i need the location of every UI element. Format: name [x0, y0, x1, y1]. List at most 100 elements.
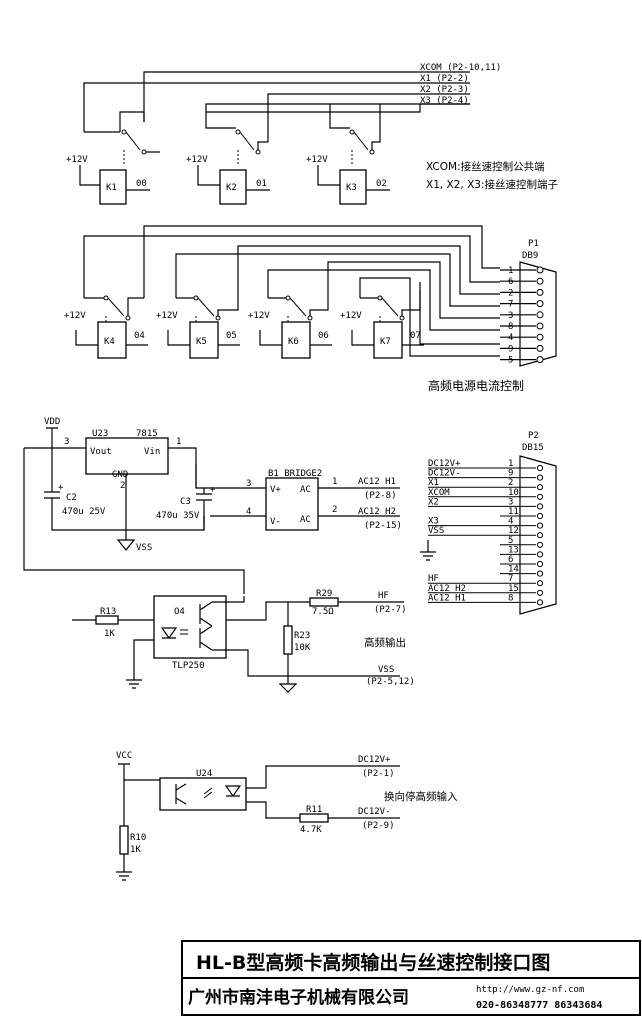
- p1-pin-contact: [536, 288, 544, 296]
- k4-port: 04: [134, 331, 145, 341]
- k3-supply: +12V: [306, 155, 328, 165]
- p2-type: DB15: [522, 443, 544, 453]
- xcom-bus-label: XCOM (P2-10,11): [420, 63, 501, 73]
- xcom-bus: [143, 71, 470, 122]
- relay-k5: +12V K5 05: [156, 290, 240, 359]
- p2-signal: VSS: [428, 526, 444, 536]
- x1-bus: [83, 82, 470, 132]
- u23-pin-in: 1: [176, 437, 181, 447]
- k4-supply: +12V: [64, 311, 86, 321]
- x3-bus-label: X3 (P2-4): [420, 96, 469, 106]
- ac-h1-ref: (P2-8): [364, 491, 397, 501]
- dc12v-minus-label: DC12V-: [358, 807, 391, 817]
- c3-plus: +: [210, 485, 216, 495]
- dc12v-minus-ref: (P2-9): [362, 821, 395, 831]
- p2-pin-number: 7: [508, 574, 513, 584]
- r13-value: 1K: [104, 629, 115, 639]
- ac-h2-label: AC12 H2: [358, 507, 396, 517]
- k3-port: 02: [376, 179, 387, 189]
- p1-name: P1: [528, 239, 539, 249]
- p2-row: HF 7: [428, 574, 544, 587]
- c3-value: 470u 35V: [156, 511, 200, 521]
- reverse-stop-caption: 换向停高频输入: [384, 790, 458, 803]
- k1-port: 00: [136, 179, 147, 189]
- c3-name: C3: [180, 497, 191, 507]
- current-control-section: +12V K4 04 +12V K5 05: [64, 225, 557, 393]
- k3-name: K3: [346, 183, 357, 193]
- x3-bus-link: [205, 103, 470, 112]
- ac-h2-ref: (P2-15): [364, 521, 402, 531]
- relay-k6: +12V K6 06: [248, 290, 332, 359]
- p1-pin: 2: [500, 288, 544, 298]
- relay-k4: +12V K4 04: [64, 295, 148, 359]
- relay-k1: +12V K1 00: [66, 111, 160, 205]
- p1-type: DB9: [522, 251, 538, 261]
- p1-pin-contact: [536, 311, 544, 319]
- p2-pin-number: 10: [508, 488, 519, 498]
- hf-label: HF: [378, 591, 389, 601]
- p2-signal: DC12V+: [428, 459, 461, 469]
- ac-h1-label: AC12 H1: [358, 477, 396, 487]
- vdd-label: VDD: [44, 417, 60, 427]
- r23-name: R23: [294, 631, 310, 641]
- p2-pin-number: 15: [508, 584, 519, 594]
- p1-pin-number: 4: [508, 333, 513, 343]
- r13-name: R13: [100, 607, 116, 617]
- p2-pin-contact: [536, 599, 544, 606]
- r10-name: R10: [130, 833, 146, 843]
- p2-signal: X1: [428, 478, 439, 488]
- k6-supply: +12V: [248, 311, 270, 321]
- p2-signal: HF: [428, 574, 439, 584]
- vcc-label: VCC: [116, 751, 132, 761]
- dc12v-plus-ref: (P2-1): [362, 769, 395, 779]
- p2-row: DC12V- 9: [428, 469, 544, 481]
- p2-pin-number: 6: [508, 555, 513, 565]
- p2-pin-number: 3: [508, 497, 513, 507]
- p1-pin-number: 5: [508, 356, 513, 366]
- company-url: http://www.gz-nf.com: [476, 985, 584, 995]
- bridge-vminus: V-: [270, 517, 281, 527]
- p2-row: 11: [500, 507, 544, 520]
- r11-name: R11: [306, 805, 322, 815]
- p1-pin-contact: [536, 266, 544, 274]
- c2-plus: +: [58, 483, 64, 493]
- p2-pin-contact: [536, 484, 544, 491]
- xcom-note: XCOM:接丝速控制公共端: [426, 160, 545, 173]
- p2-row: DC12V+1: [428, 459, 544, 472]
- p2-pin-number: 11: [508, 507, 519, 517]
- k6-name: K6: [288, 337, 299, 347]
- k4-name: K4: [104, 337, 115, 347]
- p2-pin-contact: [536, 503, 544, 510]
- p2-pin-contact: [536, 541, 544, 548]
- bridge-pin4: 4: [246, 507, 251, 517]
- hf-output-section: R13 1K O4 TLP250 R29 7.5Ω R23 10K HF (P2…: [72, 589, 415, 693]
- p2-pin-contact: [536, 551, 544, 558]
- p2-signal: AC12 H1: [428, 593, 466, 603]
- p2-pin-number: 9: [508, 469, 513, 479]
- k2-name: K2: [226, 183, 237, 193]
- p2-pin-contact: [536, 560, 544, 568]
- k1-supply: +12V: [66, 155, 88, 165]
- k5-name: K5: [196, 337, 207, 347]
- hf-output-caption: 高频输出: [364, 636, 406, 649]
- opto-o4-ref: O4: [174, 607, 185, 617]
- p2-name: P2: [528, 431, 539, 441]
- p2-signal: DC12V-: [428, 469, 461, 479]
- bridge-ac1: AC: [300, 485, 311, 495]
- bridge-pin1: 1: [332, 477, 337, 487]
- opto-o4-part: TLP250: [172, 661, 205, 671]
- bridge-vplus: V+: [270, 485, 281, 495]
- relay-k2: +12V K2 01: [186, 112, 270, 205]
- p2-signal: X2: [428, 497, 439, 507]
- p2-row: X2 3: [428, 497, 544, 510]
- p2-pin-contact: [536, 464, 544, 472]
- p1-pin: 6: [500, 277, 544, 287]
- r10-value: 1K: [130, 845, 141, 855]
- r11-value: 4.7K: [300, 825, 322, 835]
- p1-pin: 7: [500, 300, 544, 310]
